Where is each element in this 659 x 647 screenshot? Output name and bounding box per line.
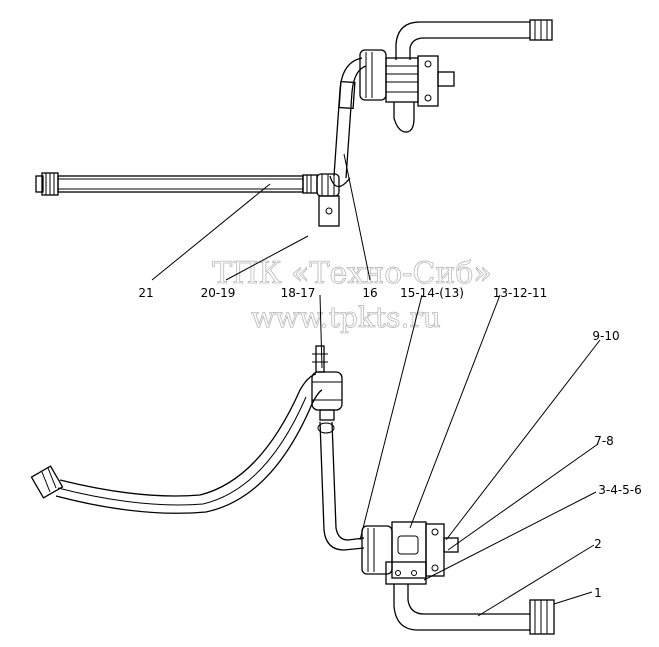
callout-18-17: 18-17 bbox=[281, 286, 316, 300]
top-bent-pipe bbox=[395, 19, 553, 60]
vertical-hose-16 bbox=[329, 57, 367, 188]
callout-13-12-11: 13-12-11 bbox=[493, 286, 547, 300]
callout-2: 2 bbox=[594, 537, 602, 551]
callout-labels: 21 20-19 16 18-17 15-14-(13) 13-12-11 9-… bbox=[138, 286, 641, 600]
callout-15-14-13: 15-14-(13) bbox=[400, 286, 464, 300]
top-assembly bbox=[35, 19, 553, 227]
bottom-assembly bbox=[30, 345, 555, 635]
long-hose-21 bbox=[35, 172, 318, 196]
watermark-company: ТПК «Техно-Сиб» bbox=[212, 256, 492, 291]
watermark-url: www.tpkts.ru bbox=[251, 301, 441, 334]
bracket-20-19 bbox=[316, 173, 340, 227]
callout-20-19: 20-19 bbox=[201, 286, 236, 300]
curved-hose bbox=[30, 373, 323, 514]
callout-21: 21 bbox=[138, 286, 153, 300]
callout-1: 1 bbox=[594, 586, 602, 600]
top-valve-block bbox=[359, 49, 455, 133]
callout-3-4-5-6: 3-4-5-6 bbox=[598, 483, 642, 497]
bottom-pipe-2 bbox=[393, 584, 555, 635]
leader-lines bbox=[151, 153, 601, 617]
valve-18-17 bbox=[311, 345, 343, 421]
callout-9-10: 9-10 bbox=[592, 329, 619, 343]
callout-16: 16 bbox=[362, 286, 377, 300]
vertical-pipe bbox=[317, 421, 365, 551]
pump-assembly bbox=[361, 521, 459, 585]
callout-7-8: 7-8 bbox=[594, 434, 614, 448]
